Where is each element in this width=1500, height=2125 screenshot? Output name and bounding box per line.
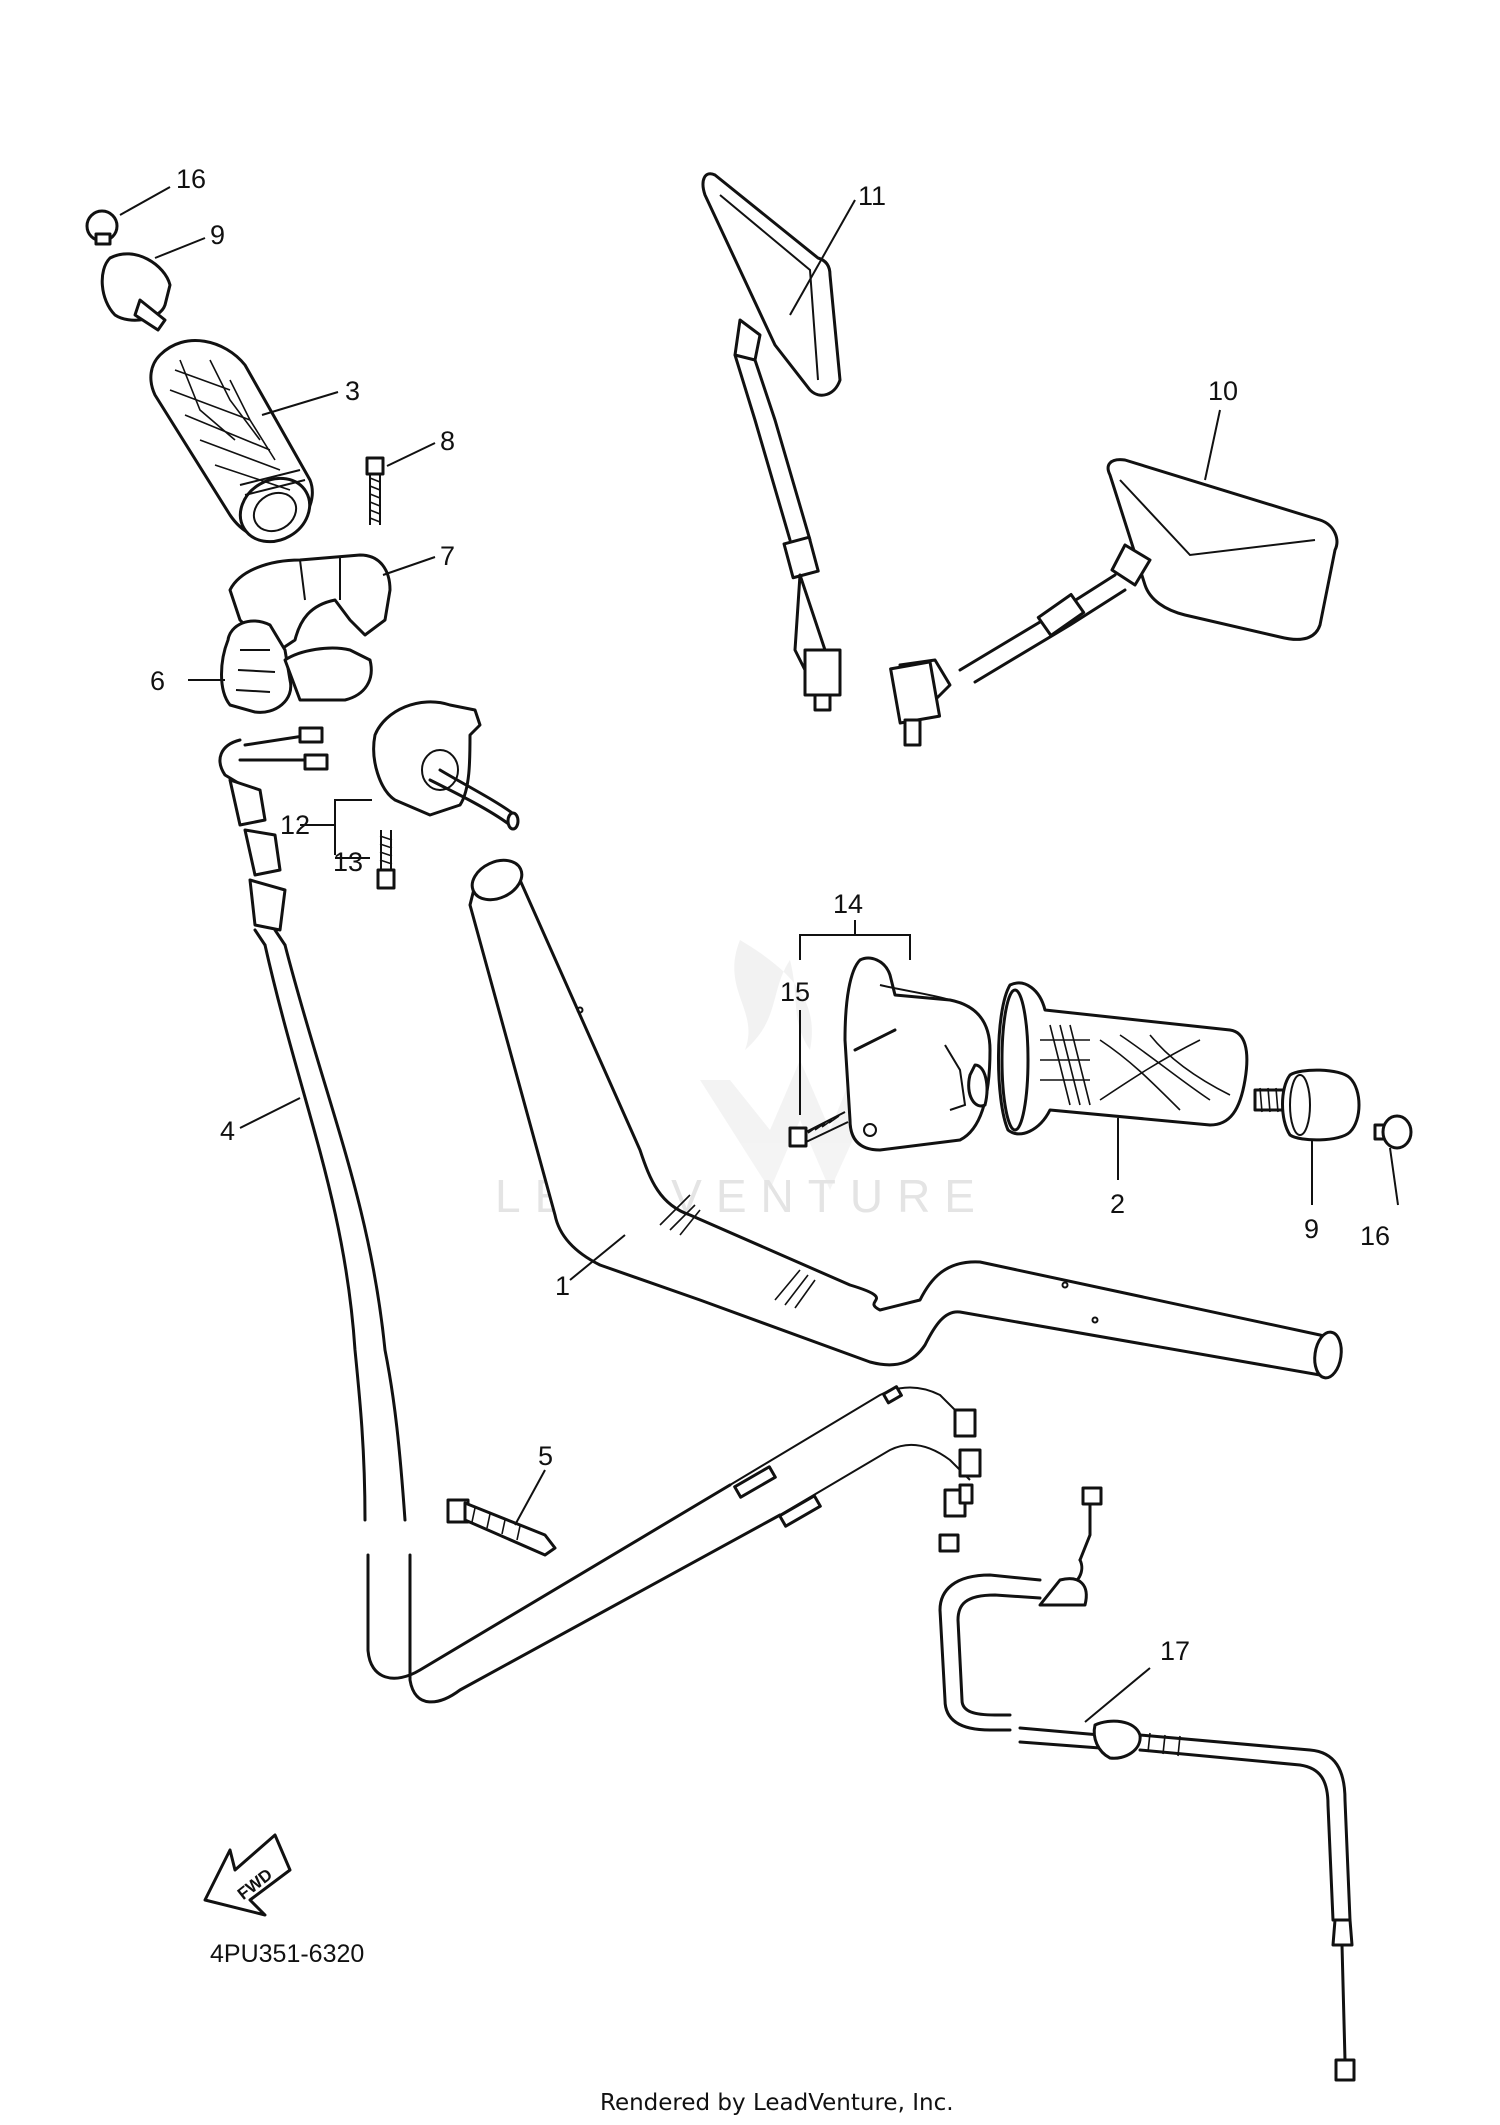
callout-16-left: 16 [176,164,206,194]
part-1-handlebar [468,858,1343,1380]
part-2-grip [997,981,1249,1136]
callout-15: 15 [780,977,810,1007]
part-11-mirror [701,172,842,712]
diagram-code: 4PU351-6320 [210,1940,364,1968]
callout-12: 12 [280,810,310,840]
callout-11: 11 [858,181,886,211]
part-14-switch-housing [843,956,992,1152]
callout-10: 10 [1208,376,1238,406]
part-15-screw [788,1111,849,1148]
part-16-left-cap [85,209,119,246]
part-3-grip [149,339,314,544]
part-16-right-cap [1373,1114,1413,1150]
part-17-clutch-cable [938,1486,1356,2082]
part-4-throttle-cable [263,943,982,1704]
part-10-mirror [889,458,1339,747]
callout-2: 2 [1110,1189,1125,1219]
part-8-screw [365,456,385,525]
callout-16-right: 16 [1360,1221,1390,1251]
part-12-switch-housing [372,700,520,831]
callout-17: 17 [1160,1636,1190,1666]
callout-9-left: 9 [210,220,225,250]
part-6-throttle-housing-lower [220,619,373,714]
callout-8: 8 [440,426,455,456]
part-5-cable-tie [446,1498,557,1557]
part-13-screw [376,830,396,890]
callout-3: 3 [345,376,360,406]
part-9-right-bar-end [1253,1068,1361,1142]
callout-6: 6 [150,666,165,696]
footer-credit: Rendered by LeadVenture, Inc. [600,2090,954,2116]
cable-end-fittings [218,726,329,947]
callout-14: 14 [833,889,863,919]
callout-9-right: 9 [1304,1214,1319,1244]
fwd-arrow-icon: FWD [203,1833,292,1917]
callout-13: 13 [333,847,363,877]
callout-1: 1 [555,1271,570,1301]
part-9-left-bar-end [100,252,172,332]
callout-5: 5 [538,1441,553,1471]
callout-7: 7 [440,541,455,571]
leadventure-logo-icon [700,940,880,1190]
callout-4: 4 [220,1116,235,1146]
